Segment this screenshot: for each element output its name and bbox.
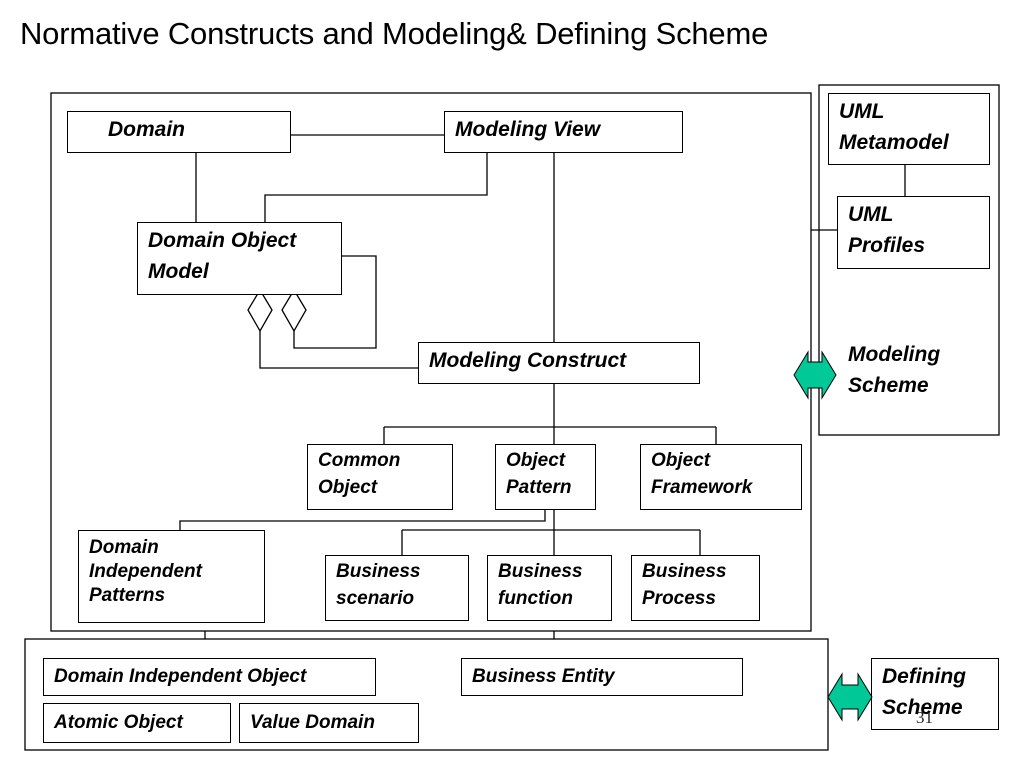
modeling-scheme-label: Modeling Scheme xyxy=(848,343,941,397)
double-arrow-icon xyxy=(793,350,837,400)
business-function-box: Business function xyxy=(487,555,612,621)
page-title: Normative Constructs and Modeling& Defin… xyxy=(20,16,769,51)
uml-metamodel-box: UML Metamodel xyxy=(828,93,990,165)
domain-independent-patterns-box: Domain Independent Patterns xyxy=(78,530,265,623)
business-scenario-box: Business scenario xyxy=(325,555,469,621)
business-process-box: Business Process xyxy=(631,555,760,621)
domain-independent-object-box: Domain Independent Object xyxy=(43,658,376,696)
slide-number: 31 xyxy=(916,708,933,727)
atomic-object-box: Atomic Object xyxy=(43,703,231,743)
diamond-icon xyxy=(281,288,307,333)
diamond-icon xyxy=(247,288,273,333)
business-entity-box: Business Entity xyxy=(461,658,743,696)
double-arrow-icon xyxy=(827,672,873,722)
object-pattern-box: Object Pattern xyxy=(495,444,596,510)
common-object-box: Common Object xyxy=(307,444,453,510)
domain-object-model-box: Domain Object Model xyxy=(137,222,342,295)
object-framework-box: Object Framework xyxy=(640,444,802,510)
modeling-construct-box: Modeling Construct xyxy=(418,342,700,384)
uml-frame xyxy=(818,84,1000,436)
defining-frame xyxy=(24,638,829,751)
value-domain-box: Value Domain xyxy=(239,703,419,743)
domain-box: Domain xyxy=(67,111,291,153)
defining-scheme-box: Defining Scheme xyxy=(871,658,999,730)
modeling-view-box: Modeling View xyxy=(444,111,683,153)
uml-profiles-box: UML Profiles xyxy=(837,196,990,269)
